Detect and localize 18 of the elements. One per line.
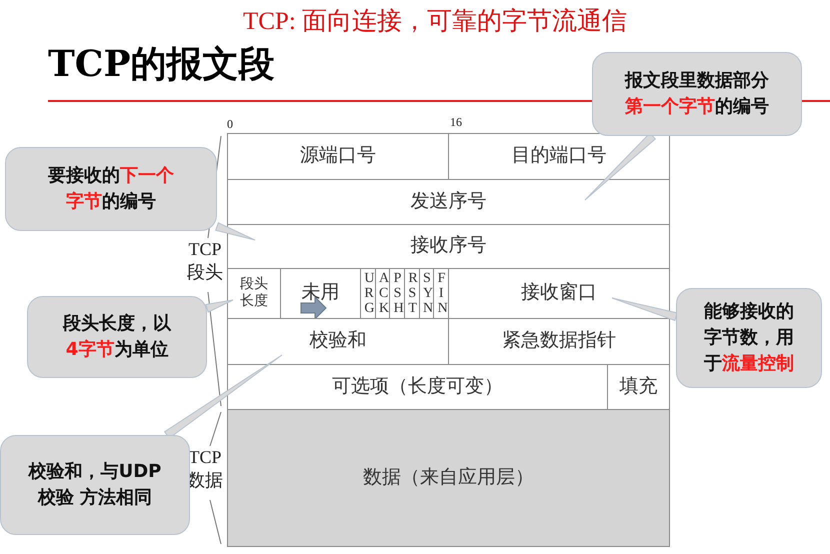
callout-bubble: 校验和，与UDP校验 方法相同 (0, 435, 190, 535)
callout-bubble: 要接收的下一个字节的编号 (5, 147, 217, 231)
callout-pointer (612, 298, 678, 322)
heading: TCP的报文段 (48, 42, 275, 87)
header-field: 发送序号 (227, 179, 670, 225)
field-label: 未用 (302, 282, 340, 305)
bit-offset-label: 16 (449, 115, 463, 130)
callout-pointer (215, 222, 256, 240)
callout-pointer (205, 300, 234, 313)
data-field: 数据（来自应用层） (227, 409, 670, 547)
header-field: 源端口号 (227, 133, 449, 180)
callout-bubble: 段头长度，以4字节为单位 (27, 296, 207, 378)
header-field: 接收序号 (227, 224, 670, 269)
section-label: TCP 段头 (186, 238, 224, 283)
subtitle: TCP: 面向连接，可靠的字节流通信 (242, 6, 628, 37)
bit-offset-label: 0 (226, 117, 234, 132)
callout-bubble: 能够接收的字节数，用于流量控制 (676, 288, 822, 388)
header-field: 目的端口号 (448, 133, 670, 180)
